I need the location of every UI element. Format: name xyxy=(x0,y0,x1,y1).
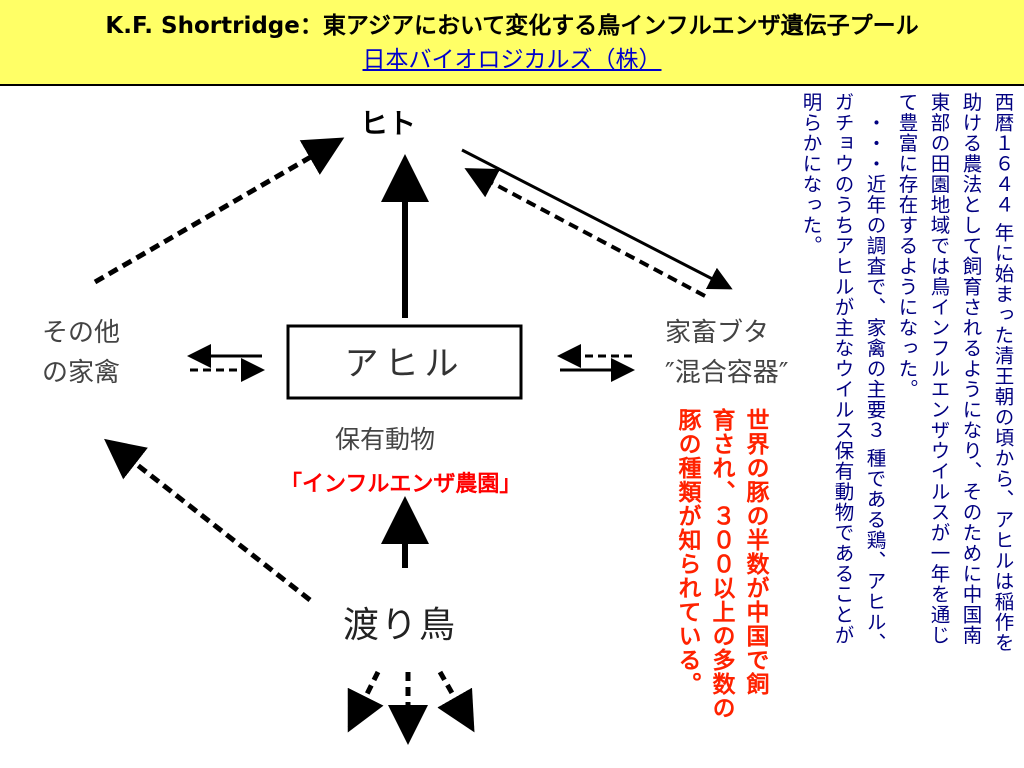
pig-note: 世界の豚の半数が中国で飼 育され、３００以上の多数の 豚の種類が知られている。 xyxy=(674,408,768,720)
arrow-bird-out-left xyxy=(347,670,384,733)
page-title: K.F. Shortridge：東アジアにおいて変化する鳥インフルエンザ遺伝子プ… xyxy=(105,13,919,39)
node-human: ヒト xyxy=(360,107,417,140)
reservoir-label: 保有動物 xyxy=(335,425,436,454)
arrow-poultry-to-human xyxy=(93,137,345,285)
node-other-poultry-line1: その他 xyxy=(42,318,121,348)
arrow-human-to-pig xyxy=(461,148,733,290)
arrow-bird-to-poultry xyxy=(104,438,312,602)
arrow-duck-pig-exchange xyxy=(557,344,635,382)
node-migratory-bird: 渡り鳥 xyxy=(343,605,458,646)
node-pig-line2: ″混合容器″ xyxy=(665,358,789,388)
arrow-bird-out-right xyxy=(437,670,475,733)
arrow-duck-poultry-exchange xyxy=(187,344,265,382)
subtitle-link[interactable]: 日本バイオロジカルズ（株） xyxy=(362,47,662,73)
farm-label: 「インフルエンザ農園」 xyxy=(280,472,522,497)
node-pig-line1: 家畜ブタ xyxy=(665,318,770,348)
node-duck: アヒル xyxy=(344,344,465,384)
flow-diagram xyxy=(93,137,733,745)
header-banner: K.F. Shortridge：東アジアにおいて変化する鳥インフルエンザ遺伝子プ… xyxy=(0,0,1024,86)
node-other-poultry-line2: の家禽 xyxy=(42,358,121,388)
arrow-pig-to-human xyxy=(464,168,706,298)
duck-box xyxy=(286,324,523,400)
history-note: 西暦１６４４ 年に始まった清王朝の頃から、アヒルは稲作を 助ける農法として飼育さ… xyxy=(799,92,1014,653)
